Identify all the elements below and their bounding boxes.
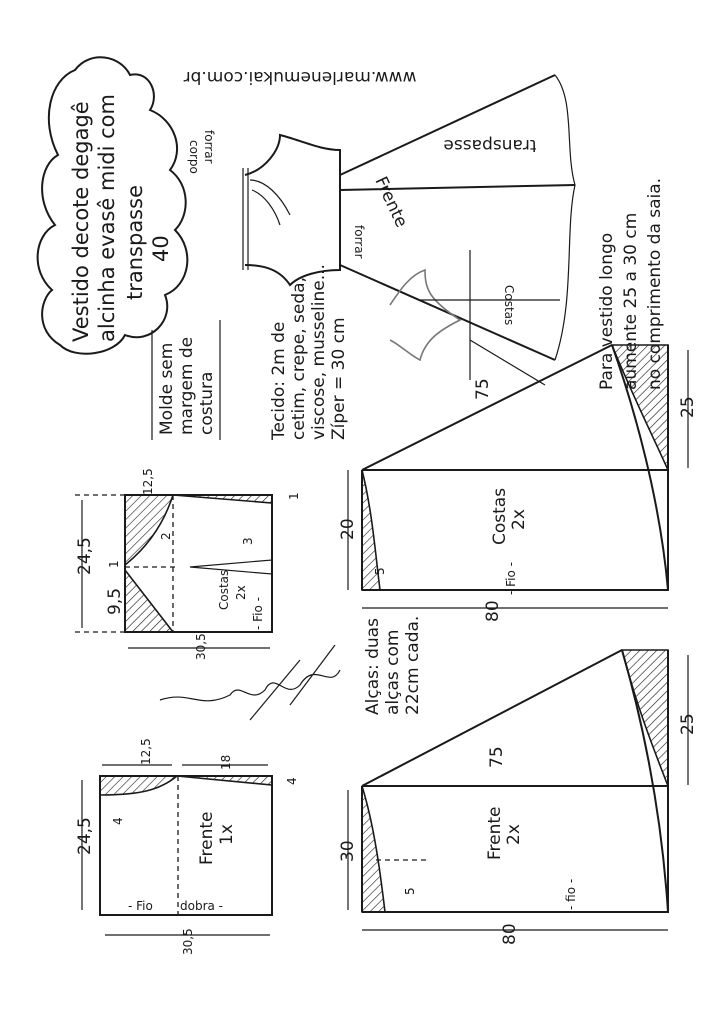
- svg-text:margem de: margem de: [177, 337, 197, 435]
- website-text: www.marlenemukai.com.br: [184, 67, 417, 87]
- svg-text:corpo: corpo: [187, 140, 201, 174]
- svg-text:2x: 2x: [504, 824, 524, 845]
- svg-text:1x: 1x: [217, 824, 237, 845]
- svg-text:4: 4: [285, 777, 299, 785]
- fabric-note: Tecido: 2m de cetim, crepe, seda, viscos…: [269, 264, 349, 441]
- svg-text:Frente: Frente: [197, 811, 217, 865]
- svg-text:3: 3: [241, 537, 255, 545]
- svg-text:25: 25: [678, 713, 698, 735]
- svg-text:9,5: 9,5: [105, 588, 125, 615]
- svg-text:5: 5: [403, 887, 417, 895]
- svg-text:4: 4: [111, 817, 125, 825]
- title-cloud: Vestido decote degagê alcinha evasê midi…: [36, 56, 189, 355]
- svg-text:- Fio -: - Fio -: [251, 597, 265, 630]
- svg-text:Frente: Frente: [485, 806, 505, 860]
- title-line-4: 40: [149, 235, 173, 262]
- straps-note: Alças: duas alças com 22cm cada.: [363, 616, 423, 715]
- svg-text:2: 2: [159, 532, 173, 540]
- svg-text:24,5: 24,5: [75, 537, 95, 575]
- svg-text:costura: costura: [197, 372, 217, 435]
- svg-text:no comprimento da saia.: no comprimento da saia.: [645, 178, 665, 390]
- svg-text:alças com: alças com: [383, 630, 403, 715]
- svg-text:forrar: forrar: [352, 225, 366, 259]
- svg-text:20: 20: [338, 518, 358, 540]
- front-skirt-pattern: 75 25 30 5 Frente 2x - fio - 80: [338, 649, 698, 945]
- front-bodice-fold: dobra -: [180, 899, 223, 913]
- svg-text:Costas: Costas: [217, 570, 231, 610]
- svg-text:2x: 2x: [234, 585, 248, 600]
- back-skirt-pattern: 75 25 20 5 Costas 2x - Fio - 80: [338, 344, 698, 622]
- svg-text:- Fio -: - Fio -: [504, 562, 518, 595]
- svg-text:Tecido: 2m de: Tecido: 2m de: [269, 322, 289, 441]
- svg-text:5: 5: [373, 567, 387, 575]
- svg-text:Alças: duas: Alças: duas: [363, 618, 383, 715]
- svg-text:75: 75: [487, 746, 507, 768]
- svg-text:12,5: 12,5: [139, 738, 153, 765]
- signature: [159, 644, 341, 721]
- svg-text:1: 1: [107, 560, 121, 568]
- svg-text:Zíper = 30 cm: Zíper = 30 cm: [329, 317, 349, 440]
- seam-allowance-note: Molde sem margem de costura: [151, 320, 221, 440]
- svg-text:Para vestido longo: Para vestido longo: [597, 233, 617, 390]
- svg-text:Costas: Costas: [502, 285, 516, 325]
- svg-text:- fio -: - fio -: [564, 879, 578, 910]
- svg-text:80: 80: [483, 600, 503, 622]
- svg-text:30,5: 30,5: [181, 928, 195, 955]
- svg-text:viscose, musseline...: viscose, musseline...: [309, 264, 329, 440]
- svg-text:Molde sem: Molde sem: [157, 343, 177, 435]
- svg-text:22cm cada.: 22cm cada.: [403, 616, 423, 715]
- svg-text:18: 18: [219, 755, 233, 770]
- svg-text:1: 1: [287, 492, 301, 500]
- svg-text:Frente: Frente: [370, 174, 411, 231]
- front-bodice-grain: - Fio: [128, 899, 153, 913]
- svg-text:25: 25: [678, 396, 698, 418]
- svg-text:transpasse: transpasse: [443, 135, 536, 155]
- title-line-2: alcinha evasê midi com: [95, 94, 119, 342]
- title-line-3: transpasse: [123, 185, 147, 300]
- svg-text:forrar: forrar: [202, 130, 216, 164]
- title-line-1: Vestido decote degagê: [69, 101, 93, 342]
- svg-text:30: 30: [338, 840, 358, 862]
- dress-sketch: forrar corpo transpasse Frente forrar Co…: [187, 74, 576, 386]
- svg-text:cetim, crepe, seda,: cetim, crepe, seda,: [289, 277, 309, 440]
- front-bodice-pattern: 24,5 12,5 18 4 4 Frente 1x - Fio - Fio d…: [75, 738, 299, 955]
- svg-text:2x: 2x: [509, 509, 529, 530]
- svg-text:80: 80: [500, 923, 520, 945]
- svg-text:12,5: 12,5: [141, 468, 155, 495]
- svg-text:30,5: 30,5: [194, 633, 208, 660]
- svg-text:Costas: Costas: [490, 488, 510, 545]
- svg-text:24,5: 24,5: [75, 817, 95, 855]
- back-bodice-pattern: 24,5 9,5 12,5 2 3 1 1 Costas 2x - Fio - …: [75, 468, 301, 660]
- svg-text:75: 75: [473, 378, 493, 400]
